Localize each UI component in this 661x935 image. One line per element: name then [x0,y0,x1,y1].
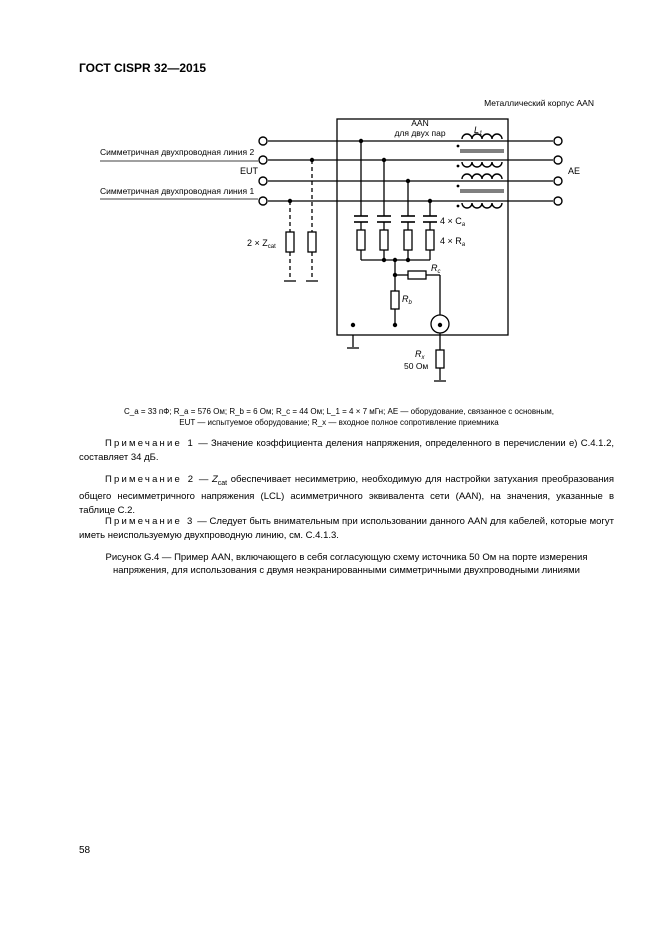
rc-label: Rc [431,263,441,275]
line1-label: Симметричная двухпроводная линия 1 [100,186,254,196]
note-2-z: Z [211,474,218,485]
circuit-diagram: Металлический корпус AAN AAN для двух па… [100,98,594,382]
housing-label: Металлический корпус AAN [484,98,594,108]
line2-label: Симметричная двухпроводная линия 2 [100,147,254,157]
zcat-label: 2 × Zcat [247,238,276,250]
note-2-text: обеспечивает несимметрию, необходимую дл… [79,474,614,516]
figure-legend: C_a = 33 пФ; R_a = 576 Ом; R_b = 6 Ом; R… [79,406,599,428]
note-3-text: — Следует быть внимательным при использо… [79,516,614,541]
ra-label: 4 × Ra [440,236,466,248]
aan-pairs-label: для двух пар [394,128,445,138]
legend-line-1: C_a = 33 пФ; R_a = 576 Ом; R_b = 6 Ом; R… [124,407,554,416]
note-3-lead: Примечание 3 [105,516,195,527]
rx-value: 50 Ом [404,361,428,371]
aan-label: AAN [411,118,428,128]
inductor-label: L1 [474,125,482,137]
page-number: 58 [79,845,91,856]
note-1-lead: Примечание 1 [105,438,195,449]
note-3: Примечание 3 — Следует быть внимательным… [79,515,614,542]
note-1: Примечание 1 — Значение коэффициента дел… [79,437,614,464]
legend-line-2: EUT — испытуемое оборудование; R_x — вхо… [179,418,499,427]
note-1-text: — Значение коэффициента деления напряжен… [79,438,614,463]
ae-label: AE [568,166,580,176]
document-header: ГОСТ CISPR 32—2015 [79,61,207,75]
rx-label: Rx [415,349,426,361]
note-2: Примечание 2 — Zcat обеспечивает несимме… [79,474,614,516]
cap-label: 4 × Ca [440,216,466,228]
figure-caption: Рисунок G.4 — Пример AAN, включающего в … [105,552,588,576]
metal-housing-box [336,118,509,336]
rb-label: Rb [402,294,413,306]
eut-label: EUT [240,166,259,176]
note-2-lead: Примечание 2 [105,474,196,485]
